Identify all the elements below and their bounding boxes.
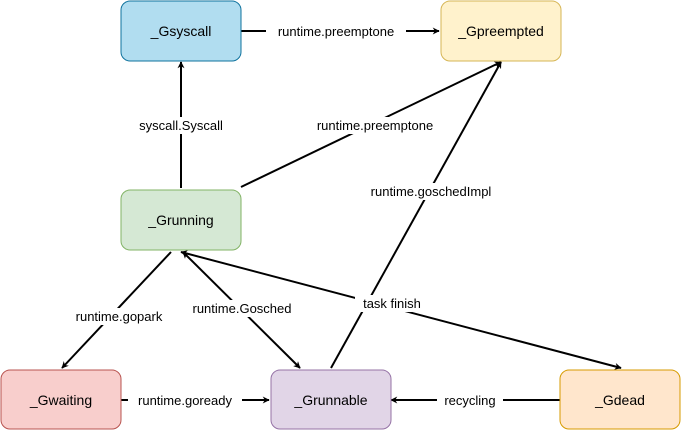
edge-label-waiting-to-runnable: runtime.goready [138,393,232,408]
node-box-grunning [120,189,242,251]
node-gwaiting[interactable]: _Gwaiting [0,369,122,430]
edge-label-running-to-syscall: syscall.Syscall [139,118,223,133]
edge-waiting-to-runnable: runtime.goready [121,392,270,409]
edge-running-to-waiting: runtime.gopark [61,251,172,369]
edge-running-to-dead: task finish [180,250,622,370]
node-label-gsyscall: _Gsyscall [150,23,212,39]
node-grunning[interactable]: _Grunning [120,189,242,251]
edge-runnable-to-preempted: runtime.goschedImpl [330,61,503,369]
node-label-grunnable: _Grunnable [293,392,367,408]
node-box-gdead [559,369,681,430]
edge-running-to-preempted: runtime.preemptone [240,61,502,188]
node-box-gsyscall [120,0,242,62]
edge-label-syscall-to-preempted: runtime.preemptone [278,24,394,39]
node-box-gwaiting [0,369,122,430]
edge-label-running-runnable: runtime.Gosched [193,301,292,316]
edge-running-to-syscall: syscall.Syscall [128,61,234,188]
node-label-gdead: _Gdead [594,392,645,408]
edge-label-dead-to-runnable: recycling [444,393,495,408]
edge-label-running-to-waiting: runtime.gopark [76,309,163,324]
node-grunnable[interactable]: _Grunnable [270,369,392,430]
edge-dead-to-runnable: recycling [390,392,560,409]
edge-syscall-to-preempted: runtime.preemptone [241,23,440,40]
edge-label-running-to-dead: task finish [363,296,421,311]
node-gsyscall[interactable]: _Gsyscall [120,0,242,62]
node-label-grunning: _Grunning [147,212,213,228]
edge-label-running-to-preempted: runtime.preemptone [317,118,433,133]
edge-running-runnable: runtime.Gosched [182,251,301,369]
node-label-gpreempted: _Gpreempted [457,23,544,39]
node-box-grunnable [270,369,392,430]
node-label-gwaiting: _Gwaiting [29,392,92,408]
node-gpreempted[interactable]: _Gpreempted [440,0,562,62]
edge-label-runnable-to-preempted: runtime.goschedImpl [371,184,492,199]
node-gdead[interactable]: _Gdead [559,369,681,430]
edges: runtime.preemptone syscall.Syscall runti… [61,23,622,409]
node-box-gpreempted [440,0,562,62]
